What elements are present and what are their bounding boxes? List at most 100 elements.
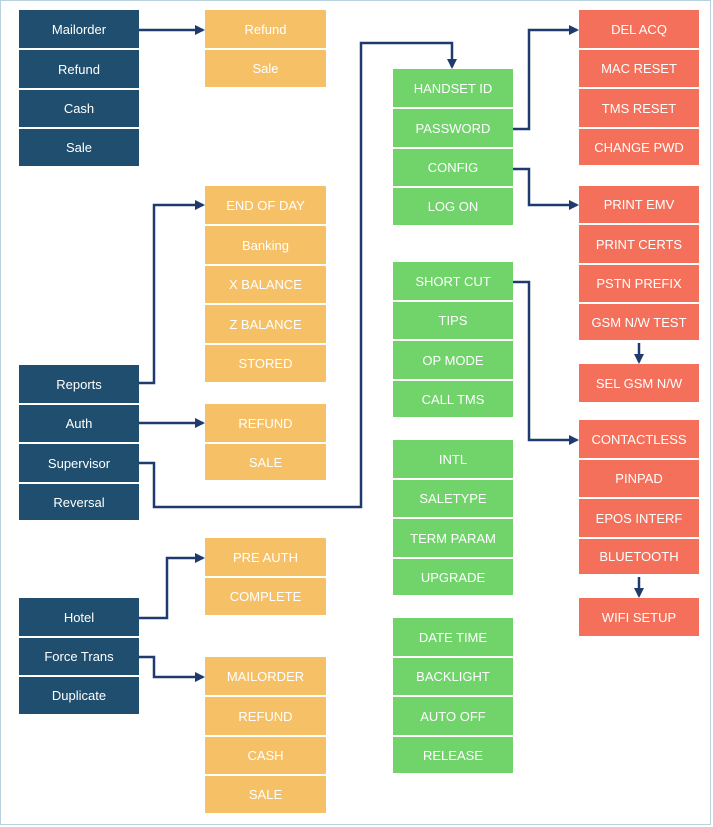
node-log-on: LOG ON bbox=[393, 188, 513, 227]
node-z-balance: Z BALANCE bbox=[205, 305, 326, 345]
node-label: BACKLIGHT bbox=[416, 669, 490, 684]
node-label: TERM PARAM bbox=[410, 530, 496, 546]
node-end-of-day: END OF DAY bbox=[205, 186, 326, 226]
node-label: PINPAD bbox=[615, 471, 663, 486]
node-force-refund: REFUND bbox=[205, 697, 326, 737]
node-label: RELEASE bbox=[423, 747, 483, 763]
node-label: SALE bbox=[248, 787, 283, 802]
node-complete: COMPLETE bbox=[205, 578, 326, 617]
node-label: CONTACTLESS bbox=[591, 431, 687, 447]
node-label: Cash bbox=[63, 101, 95, 116]
node-label: REFUND bbox=[238, 415, 293, 431]
node-handset-id: HANDSET ID bbox=[393, 69, 513, 109]
node-label: DEL ACQ bbox=[611, 21, 667, 37]
node-label: Supervisor bbox=[47, 455, 111, 471]
node-contactless: CONTACTLESS bbox=[579, 420, 699, 460]
node-label: Auth bbox=[65, 416, 93, 431]
arrow-short-cut-to-contactless bbox=[513, 280, 579, 445]
node-label: CALL TMS bbox=[421, 391, 485, 407]
node-label: PSTN PREFIX bbox=[596, 276, 682, 291]
node-pstn-prefix: PSTN PREFIX bbox=[579, 265, 699, 304]
node-label: PRINT EMV bbox=[603, 197, 675, 212]
node-label: Mailorder bbox=[51, 21, 107, 37]
node-label: EPOS INTERF bbox=[595, 510, 683, 526]
node-password: PASSWORD bbox=[393, 109, 513, 149]
node-label: TMS RESET bbox=[601, 100, 677, 116]
node-epos-interf: EPOS INTERF bbox=[579, 499, 699, 539]
node-release: RELEASE bbox=[393, 737, 513, 775]
node-tips: TIPS bbox=[393, 302, 513, 341]
node-label: Refund bbox=[58, 61, 100, 77]
node-label: LOG ON bbox=[427, 199, 479, 214]
node-label: PRINT CERTS bbox=[595, 236, 683, 252]
node-label: Sale bbox=[252, 61, 279, 76]
node-auth-refund: REFUND bbox=[205, 404, 326, 444]
node-cash: Cash bbox=[19, 90, 139, 129]
node-label: OP MODE bbox=[422, 352, 484, 368]
node-label: SALE bbox=[248, 454, 283, 470]
arrow-config-to-print-emv bbox=[513, 167, 579, 210]
node-bluetooth: BLUETOOTH bbox=[579, 539, 699, 576]
node-label: SALETYPE bbox=[419, 491, 487, 506]
arrow-hotel-to-pre-auth bbox=[139, 553, 205, 620]
node-banking: Banking bbox=[205, 226, 326, 266]
node-label: UPGRADE bbox=[420, 569, 486, 585]
node-label: Banking bbox=[242, 237, 289, 253]
node-op-mode: OP MODE bbox=[393, 341, 513, 381]
node-label: Reports bbox=[56, 376, 102, 392]
node-reversal: Reversal bbox=[19, 484, 139, 522]
node-label: COMPLETE bbox=[229, 589, 302, 604]
node-force-cash: CASH bbox=[205, 737, 326, 776]
node-auth: Auth bbox=[19, 405, 139, 444]
node-gsm-nw-test: GSM N/W TEST bbox=[579, 304, 699, 342]
node-label: Sale bbox=[65, 140, 93, 155]
node-label: REFUND bbox=[238, 708, 293, 724]
node-mailorder-sale: Sale bbox=[205, 50, 326, 89]
node-reports: Reports bbox=[19, 365, 139, 405]
node-del-acq: DEL ACQ bbox=[579, 10, 699, 50]
node-label: INTL bbox=[438, 451, 468, 467]
node-auto-off: AUTO OFF bbox=[393, 697, 513, 737]
node-label: Duplicate bbox=[51, 688, 107, 703]
node-supervisor: Supervisor bbox=[19, 444, 139, 484]
node-label: CHANGE PWD bbox=[594, 139, 684, 155]
node-force-mailorder: MAILORDER bbox=[205, 657, 326, 697]
node-label: PASSWORD bbox=[415, 120, 491, 136]
node-label: HANDSET ID bbox=[413, 80, 493, 96]
node-label: X BALANCE bbox=[229, 277, 302, 292]
node-short-cut: SHORT CUT bbox=[393, 262, 513, 302]
node-label: MAC RESET bbox=[601, 61, 677, 76]
node-label: BLUETOOTH bbox=[599, 549, 679, 564]
node-config: CONFIG bbox=[393, 149, 513, 188]
node-label: Refund bbox=[244, 21, 287, 37]
node-force-trans: Force Trans bbox=[19, 638, 139, 677]
node-pinpad: PINPAD bbox=[579, 460, 699, 499]
node-label: GSM N/W TEST bbox=[591, 314, 687, 330]
node-label: SEL GSM N/W bbox=[595, 375, 683, 391]
node-term-param: TERM PARAM bbox=[393, 519, 513, 559]
node-backlight: BACKLIGHT bbox=[393, 658, 513, 697]
arrow-reports-to-end-of-day bbox=[139, 200, 205, 385]
node-print-emv: PRINT EMV bbox=[579, 186, 699, 225]
node-label: END OF DAY bbox=[226, 197, 305, 213]
node-mac-reset: MAC RESET bbox=[579, 50, 699, 89]
node-stored: STORED bbox=[205, 345, 326, 384]
node-label: Force Trans bbox=[44, 649, 114, 664]
node-label: SHORT CUT bbox=[415, 273, 491, 289]
node-x-balance: X BALANCE bbox=[205, 266, 326, 305]
node-refund: Refund bbox=[19, 50, 139, 90]
node-hotel: Hotel bbox=[19, 598, 139, 638]
node-label: Hotel bbox=[63, 609, 95, 625]
node-label: AUTO OFF bbox=[420, 708, 486, 724]
node-sel-gsm-nw: SEL GSM N/W bbox=[579, 364, 699, 402]
node-label: CONFIG bbox=[427, 160, 479, 175]
node-date-time: DATE TIME bbox=[393, 618, 513, 658]
node-wifi-setup: WIFI SETUP bbox=[579, 598, 699, 636]
arrow-force-trans-to-mailorder bbox=[139, 655, 205, 682]
node-label: TIPS bbox=[438, 313, 468, 328]
node-force-sale: SALE bbox=[205, 776, 326, 815]
node-intl: INTL bbox=[393, 440, 513, 480]
node-label: Z BALANCE bbox=[229, 316, 302, 332]
node-label: CASH bbox=[247, 748, 284, 763]
node-call-tms: CALL TMS bbox=[393, 381, 513, 419]
